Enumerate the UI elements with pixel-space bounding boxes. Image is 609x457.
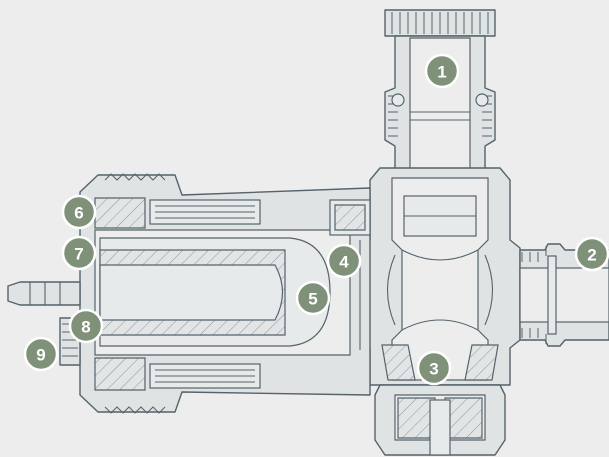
marker-2-label: 2 — [587, 246, 596, 265]
marker-1-label: 1 — [437, 63, 446, 82]
marker-7: 7 — [61, 235, 97, 271]
marker-9: 9 — [23, 336, 59, 372]
marker-8: 8 — [68, 308, 104, 344]
marker-3-label: 3 — [429, 360, 438, 379]
marker-8-label: 8 — [81, 318, 90, 337]
marker-2: 2 — [574, 236, 609, 272]
marker-1: 1 — [424, 53, 460, 89]
marker-5-label: 5 — [308, 290, 317, 309]
marker-6-label: 6 — [74, 204, 83, 223]
marker-3: 3 — [416, 350, 452, 386]
marker-7-label: 7 — [74, 245, 83, 264]
top-inlet-fitting — [384, 9, 496, 179]
marker-4: 4 — [326, 243, 362, 279]
marker-4-label: 4 — [339, 253, 349, 272]
marker-6: 6 — [61, 194, 97, 230]
marker-9-label: 9 — [36, 346, 45, 365]
marker-5: 5 — [295, 280, 331, 316]
bottom-cap — [374, 344, 506, 456]
left-horizontal-housing — [79, 173, 371, 414]
